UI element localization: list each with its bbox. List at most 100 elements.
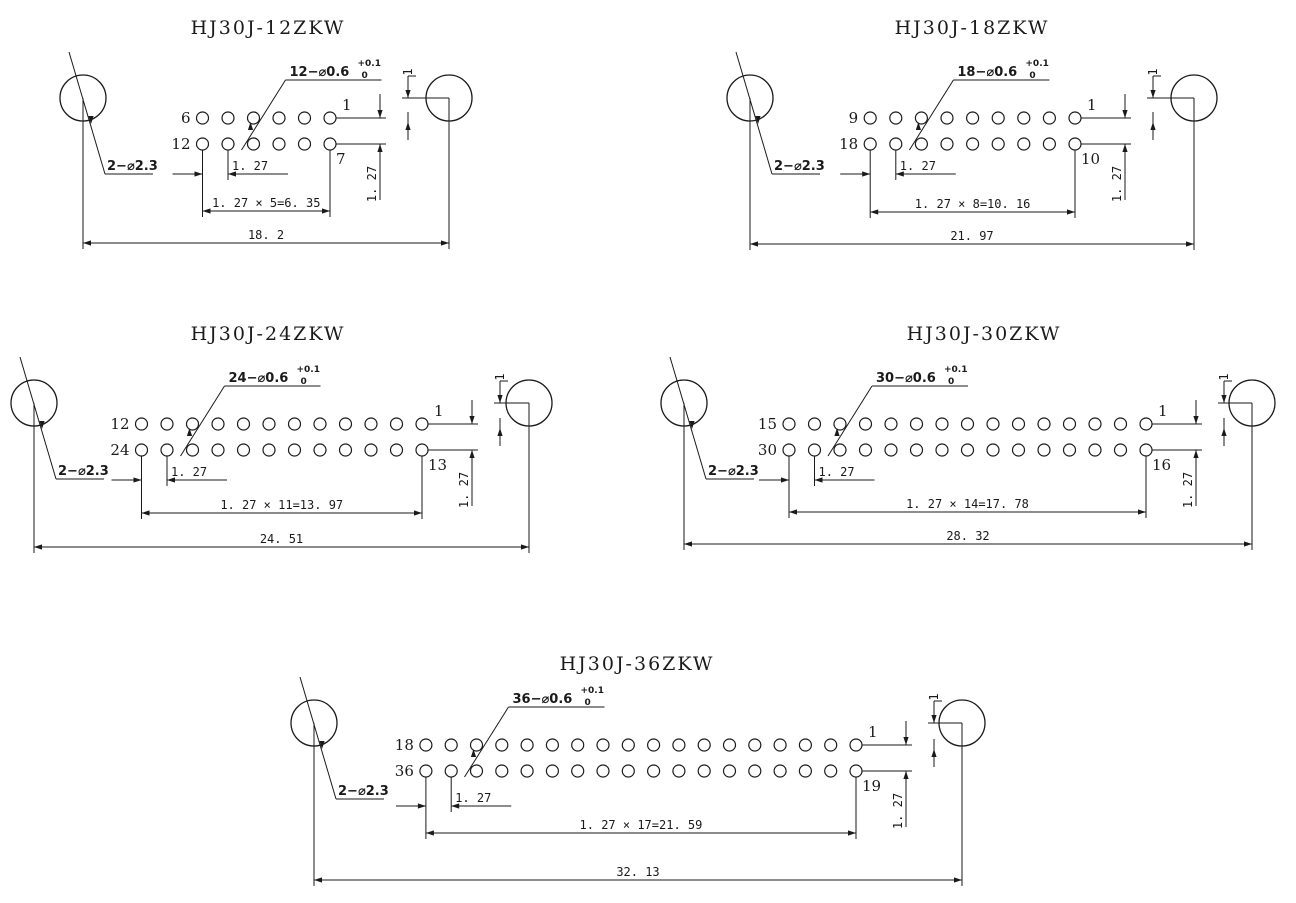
pin-hole bbox=[545, 764, 560, 778]
arrowhead bbox=[684, 541, 692, 547]
edge-offset-label: 1 bbox=[1146, 68, 1160, 75]
pin-hole bbox=[1088, 417, 1102, 431]
hole-spec-label: 24−⌀0.6 bbox=[229, 371, 289, 386]
pin-hole bbox=[323, 111, 337, 125]
arrowhead bbox=[34, 544, 42, 550]
pin-hole bbox=[833, 417, 847, 431]
arrowhead bbox=[497, 395, 503, 403]
pin-hole bbox=[889, 137, 903, 151]
pin-hole bbox=[1017, 137, 1031, 151]
arrowhead bbox=[469, 450, 475, 458]
pitch-label: 1. 27 bbox=[455, 791, 491, 805]
hole-spec-label: 12−⌀0.6 bbox=[290, 65, 350, 80]
pin-hole bbox=[773, 738, 787, 752]
arrowhead bbox=[903, 771, 909, 779]
hole-spec-tolerance-upper: +0.1 bbox=[1025, 59, 1048, 69]
arrowhead bbox=[1150, 122, 1156, 130]
pin-hole bbox=[419, 738, 433, 752]
arrowhead bbox=[141, 510, 150, 516]
arrowhead bbox=[405, 90, 411, 98]
hole-spec-label: 36−⌀0.6 bbox=[513, 692, 573, 707]
pin-hole bbox=[236, 417, 251, 431]
pin-hole bbox=[389, 417, 404, 431]
hole-spec-tolerance-upper: +0.1 bbox=[358, 59, 381, 69]
arrowhead bbox=[314, 877, 322, 883]
pitch-label: 1. 27 bbox=[232, 159, 268, 173]
mount-spec-arrow bbox=[319, 741, 325, 749]
pin-label-bottom-left: 12 bbox=[171, 135, 190, 153]
pin-hole bbox=[596, 764, 610, 778]
edge-offset-label: 1 bbox=[1217, 373, 1231, 380]
pin-hole bbox=[1037, 443, 1051, 457]
pin-hole bbox=[833, 443, 847, 457]
pin-hole bbox=[160, 443, 174, 457]
pin-hole bbox=[960, 443, 975, 457]
arrowhead bbox=[322, 208, 330, 214]
pin-hole bbox=[323, 137, 337, 151]
pin-hole bbox=[986, 417, 1000, 431]
arrowhead bbox=[83, 240, 91, 246]
arrowhead bbox=[1122, 144, 1128, 152]
pin-hole bbox=[160, 417, 174, 431]
pin-hole bbox=[824, 738, 838, 752]
pin-label-bottom-right: 16 bbox=[1152, 456, 1171, 474]
edge-offset-label: 1 bbox=[493, 373, 507, 380]
pin-hole bbox=[287, 443, 302, 457]
arrowhead bbox=[405, 122, 411, 130]
edge-offset-label: 1 bbox=[927, 693, 941, 700]
mount-spec-arrow bbox=[39, 421, 45, 429]
drawing-title: HJ30J-18ZKW bbox=[895, 17, 1050, 39]
pin-hole bbox=[389, 443, 404, 457]
pin-label-top-left: 15 bbox=[758, 415, 777, 433]
drawing-title: HJ30J-30ZKW bbox=[907, 323, 1062, 345]
pin-hole bbox=[246, 111, 261, 125]
mount-spec-leader bbox=[735, 51, 773, 175]
pin-hole bbox=[748, 764, 762, 778]
arrowhead bbox=[451, 803, 460, 809]
connector-drawing-hj30j-36zkw: HJ30J-36ZKW183611936−⌀0.6+0.102−⌀2.332. … bbox=[290, 653, 986, 886]
arrowhead bbox=[1244, 541, 1252, 547]
mount-spec-arrow bbox=[689, 421, 695, 429]
pin-hole bbox=[960, 417, 975, 431]
hole-spec-tolerance-lower: 0 bbox=[362, 71, 368, 81]
overall-width-label: 18. 2 bbox=[248, 228, 284, 242]
arrowhead bbox=[848, 830, 856, 836]
pin-hole bbox=[807, 443, 822, 457]
arrowhead bbox=[1193, 450, 1199, 458]
arrowhead bbox=[931, 715, 937, 723]
row-offset-label: 1. 27 bbox=[365, 166, 379, 202]
pin-hole bbox=[722, 764, 737, 778]
pin-hole bbox=[1062, 417, 1077, 431]
pin-hole bbox=[195, 137, 210, 151]
drawing-title: HJ30J-24ZKW bbox=[191, 323, 346, 345]
arrowhead bbox=[414, 510, 422, 516]
pin-label-bottom-left: 18 bbox=[839, 135, 858, 153]
pin-span-label: 1. 27 × 14=17. 78 bbox=[906, 497, 1029, 511]
pin-hole bbox=[884, 417, 898, 431]
pin-hole bbox=[185, 417, 200, 431]
arrowhead bbox=[1122, 110, 1128, 118]
arrowhead bbox=[228, 171, 236, 177]
pin-label-top-right: 1 bbox=[342, 96, 352, 114]
pin-hole bbox=[863, 137, 877, 151]
pin-hole bbox=[849, 764, 863, 778]
pin-hole bbox=[798, 738, 813, 752]
pin-hole bbox=[1113, 443, 1128, 457]
hole-spec-tolerance-upper: +0.1 bbox=[581, 686, 604, 696]
pin-hole bbox=[520, 738, 534, 752]
pin-hole bbox=[1088, 443, 1102, 457]
overall-width-label: 21. 97 bbox=[950, 229, 993, 243]
pin-label-bottom-left: 24 bbox=[110, 441, 129, 459]
arrowhead bbox=[377, 144, 383, 152]
pin-hole bbox=[986, 443, 1000, 457]
arrowhead bbox=[1150, 90, 1156, 98]
pin-hole bbox=[1139, 417, 1153, 431]
hole-spec-arrow bbox=[186, 428, 193, 436]
pin-span-label: 1. 27 × 17=21. 59 bbox=[580, 818, 703, 832]
arrowhead bbox=[133, 477, 142, 483]
pin-hole bbox=[364, 443, 378, 457]
arrowhead bbox=[497, 428, 503, 436]
pin-hole bbox=[134, 417, 149, 431]
arrowhead bbox=[814, 477, 823, 483]
pin-hole bbox=[991, 111, 1005, 125]
